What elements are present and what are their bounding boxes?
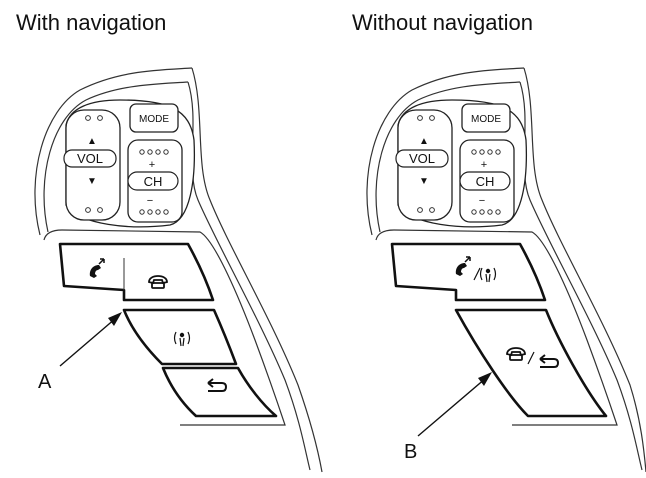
heading-without-navigation: Without navigation <box>352 10 533 35</box>
switch-assembly-with-navigation: ▲ VOL ▼ MODE + CH − A <box>34 67 323 473</box>
callout-b: B <box>404 441 417 463</box>
ch-label-right: CH <box>476 174 495 189</box>
switch-assembly-without-navigation: ▲ VOL ▼ MODE + CH − B <box>366 67 646 473</box>
voice-command-button-left[interactable] <box>122 308 238 366</box>
vol-rocker-left[interactable] <box>63 149 117 168</box>
ch-plus-right: + <box>481 159 487 171</box>
ch-rocker-left[interactable] <box>127 171 179 191</box>
mode-button-left[interactable] <box>129 103 179 133</box>
callout-a: A <box>38 371 52 393</box>
mode-label-right: MODE <box>471 114 501 125</box>
mode-label-left: MODE <box>139 114 169 125</box>
vol-up-arrow-left: ▲ <box>87 136 97 147</box>
hangup-back-button-right[interactable] <box>454 308 608 418</box>
vol-down-arrow-left: ▼ <box>87 176 97 187</box>
vol-label-right: VOL <box>409 151 435 166</box>
pickup-voice-button-right[interactable] <box>390 242 547 302</box>
ch-label-left: CH <box>144 174 163 189</box>
ch-plus-left: + <box>149 159 155 171</box>
ch-minus-left: − <box>147 195 153 207</box>
mode-button-right[interactable] <box>461 103 511 133</box>
heading-with-navigation: With navigation <box>16 10 167 35</box>
ch-rocker-right[interactable] <box>459 171 511 191</box>
vol-rocker-right[interactable] <box>395 149 449 168</box>
ch-minus-right: − <box>479 195 485 207</box>
vol-down-arrow-right: ▼ <box>419 176 429 187</box>
vol-up-arrow-right: ▲ <box>419 136 429 147</box>
pickup-hangup-button-left[interactable] <box>58 242 215 302</box>
back-button-left[interactable] <box>161 366 278 418</box>
vol-label-left: VOL <box>77 151 103 166</box>
